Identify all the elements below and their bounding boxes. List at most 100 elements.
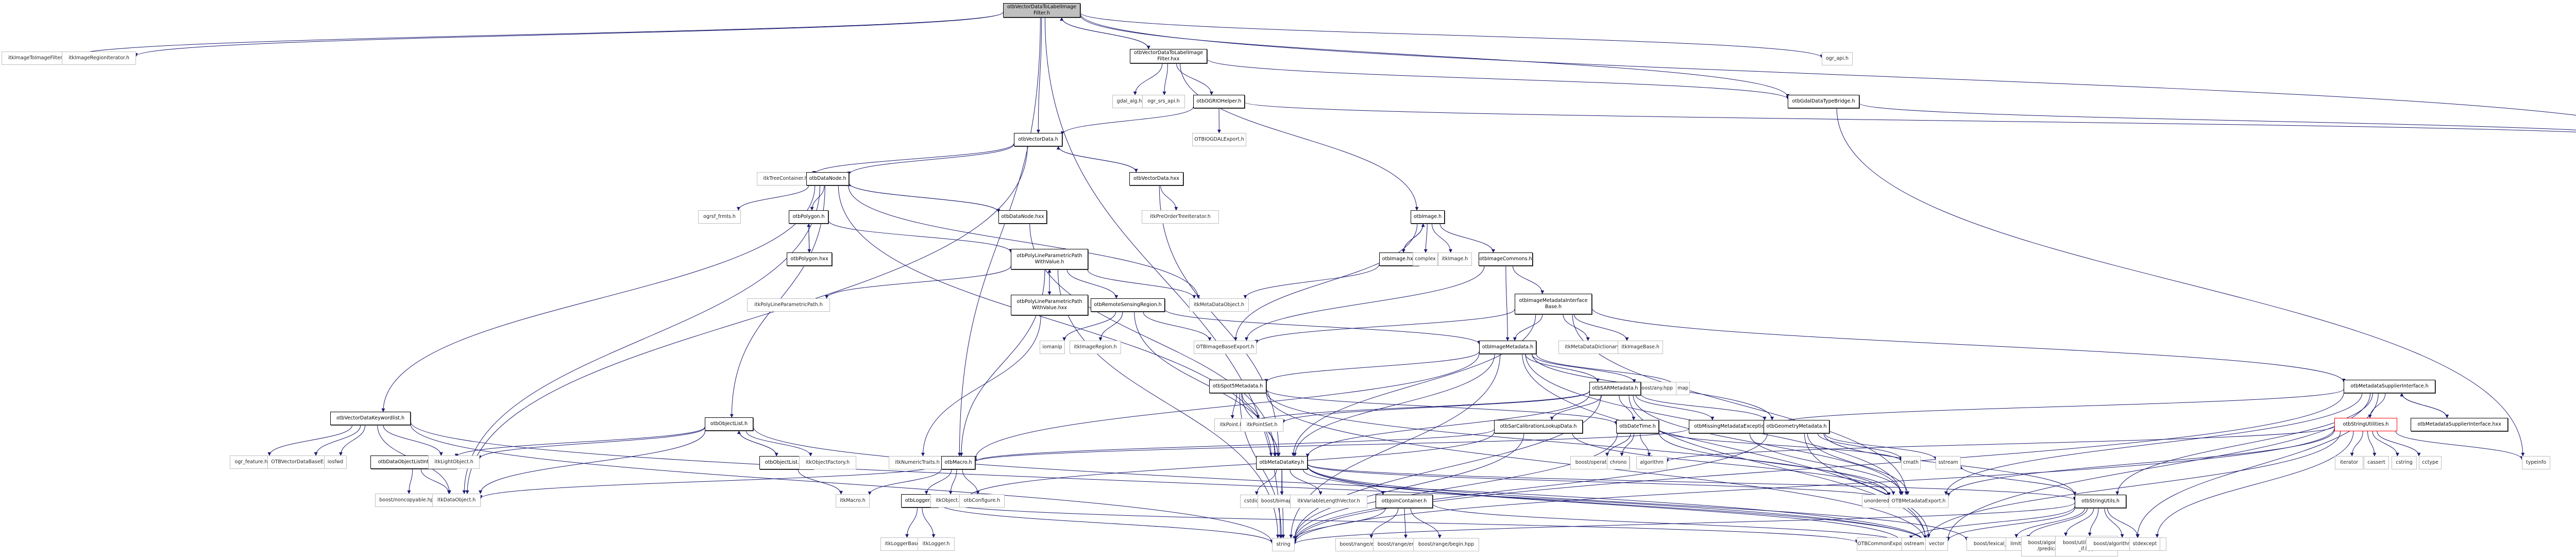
graph-node-otb-vector-data-hxx[interactable]: otbVectorData.hxx — [1129, 172, 1183, 185]
graph-node-otb-o-g-r-i-o-helper[interactable]: otbOGRIOHelper.h — [1193, 95, 1245, 108]
graph-node-otb-i-m-i-b[interactable]: otbImageMetadataInterface Base.h — [1515, 294, 1592, 314]
graph-node-otb-string-utilities[interactable]: otbStringUtilities.h — [2334, 418, 2397, 431]
edge-hxx-to-root — [1060, 17, 1149, 49]
graph-node-itk-numeric-traits[interactable]: itkNumericTraits.h — [889, 456, 946, 469]
graph-node-otb-join-container[interactable]: otbJoinContainer.h — [1376, 495, 1433, 508]
graph-node-otb-gdal-data-type-bridge[interactable]: otbGdalDataTypeBridge.h — [1788, 95, 1859, 108]
graph-node--o-t-b-image-base-export[interactable]: OTBImageBaseExport.h — [1194, 341, 1257, 354]
edge-otbLogger-to-OTBCommonExport — [938, 501, 1859, 544]
graph-node-otb-remote-sensing-region[interactable]: otbRemoteSensingRegion.h — [1091, 298, 1165, 312]
graph-node-otb-vector-data[interactable]: otbVectorData.h — [1014, 133, 1062, 146]
graph-node-boost-any[interactable]: boost/any.hpp — [1634, 382, 1677, 395]
edge-otbImage-to-itkImage — [1431, 223, 1453, 253]
graph-node-map[interactable]: map — [1676, 382, 1690, 395]
edge-otbImageHxx-to-itkMetaDataObject — [1243, 264, 1380, 299]
graph-node-otb-p-l-p-p-w-v-hxx[interactable]: otbPolyLineParametricPath WithValue.hxx — [1011, 295, 1088, 315]
edge-otbVectorDataKeywordlist-to-itkLightObject — [383, 425, 443, 456]
graph-node-sstream[interactable]: sstream — [1936, 456, 1961, 469]
graph-node-cstring[interactable]: cstring — [2392, 456, 2417, 469]
graph-node-otb-s-a-r-metadata[interactable]: otbSARMetadata.h — [1589, 382, 1641, 395]
edge-hxx-to-gdal_alg — [1133, 63, 1163, 95]
graph-node-otb-object-list[interactable]: otbObjectList.h — [705, 417, 753, 431]
edge-otbPLPPWVHxx-to-itkNumericTraits — [921, 315, 1041, 457]
edge-otbPLPPWV-to-itkPolyLineParametricPath — [825, 266, 1011, 299]
graph-node-string[interactable]: string — [1272, 538, 1295, 551]
graph-node-otb-string-utils[interactable]: otbStringUtils.h — [2075, 495, 2126, 508]
graph-node-itk-point-set[interactable]: itkPointSet.h — [1241, 418, 1283, 432]
graph-node-itk-logger[interactable]: itkLogger.h — [918, 537, 955, 551]
graph-node-otb-image-commons[interactable]: otbImageCommons.h — [1479, 252, 1533, 266]
graph-node-otb-configure[interactable]: otbConfigure.h — [959, 494, 1005, 508]
graph-node-cmath[interactable]: cmath — [1901, 456, 1921, 469]
edge-otbStringUtils-to-boostEnableIf — [2088, 508, 2099, 536]
graph-node-ogr-api[interactable]: ogr_api.h — [1822, 52, 1853, 65]
edge-otbRemoteSensingRegion-to-OTBImageBaseExport — [1143, 311, 1212, 341]
graph-node-itk-object-factory[interactable]: itkObjectFactory.h — [799, 456, 856, 469]
graph-node-itk-image-base[interactable]: itkImageBase.h — [1618, 341, 1663, 354]
graph-node-iterator[interactable]: iterator — [2335, 456, 2363, 469]
graph-node-otb-m-s-i-f-hxx[interactable]: otbMetadataSupplierInterface.hxx — [2411, 418, 2508, 431]
graph-node-itk-pre-order-tree-iterator[interactable]: itkPreOrderTreeIterator.h — [1142, 210, 1219, 224]
graph-node-otb-macro[interactable]: otbMacro.h — [941, 456, 975, 469]
graph-node-itk-image[interactable]: itkImage.h — [1438, 252, 1472, 266]
graph-node-otb-p-l-p-p-w-v[interactable]: otbPolyLineParametricPath WithValue.h — [1011, 249, 1088, 269]
graph-node-typeinfo[interactable]: typeinfo — [2522, 456, 2550, 469]
graph-node-complex[interactable]: complex — [1413, 252, 1438, 266]
edge-otbRemoteSensingRegion-to-otbImageMetadata — [1164, 309, 1481, 345]
graph-node-itk-tree-container[interactable]: itkTreeContainer.h — [757, 172, 814, 185]
edge-otbIMIB-to-itkImageBase — [1573, 314, 1629, 341]
edge-otbRemoteSensingRegion-to-itkImageRegion — [1098, 311, 1123, 341]
edge-otbDateTime-to-algorithm — [1640, 433, 1651, 457]
graph-node-ogrsf-frmts[interactable]: ogrsf_frmts.h — [698, 210, 741, 224]
graph-node-otb-m-s-i-f[interactable]: otbMetadataSupplierInterface.h — [2344, 380, 2435, 393]
graph-node-gdal-alg[interactable]: gdal_alg.h — [1112, 95, 1146, 108]
graph-node-otb-polygon[interactable]: otbPolygon.h — [789, 210, 828, 224]
graph-node-vector[interactable]: vector — [1925, 537, 1948, 551]
graph-node-ogr-srs-api[interactable]: ogr_srs_api.h — [1142, 95, 1185, 108]
graph-node-otb-data-node-hxx[interactable]: otbDataNode.hxx — [998, 210, 1047, 224]
edge-otbSARMetadata-to-OTBMetadataExport — [1633, 395, 1903, 495]
graph-node-itk-data-object[interactable]: itkDataObject.h — [432, 494, 481, 507]
graph-node--o-t-b-metadata-export[interactable]: OTBMetadataExport.h — [1889, 495, 1948, 508]
graph-node-itk-v-l-v[interactable]: itkVariableLengthVector.h — [1290, 495, 1367, 508]
graph-node-iosfwd[interactable]: iosfwd — [324, 455, 347, 469]
graph-node-chrono[interactable]: chrono — [1607, 456, 1630, 469]
graph-node-itk-macro[interactable]: itkMacro.h — [836, 494, 870, 508]
graph-node-boost-noncopyable[interactable]: boost/noncopyable.hpp — [375, 494, 441, 507]
graph-node-iomanip[interactable]: iomanip — [1040, 341, 1065, 354]
graph-node-itk-image-region-iterator[interactable]: itkImageRegionIterator.h — [62, 52, 136, 65]
graph-node-itk-light-object[interactable]: itkLightObject.h — [428, 455, 480, 469]
edge-otbImage-to-otbImageCommons — [1439, 223, 1495, 253]
graph-node-otb-data-node[interactable]: otbDataNode.h — [806, 172, 849, 185]
edge-otbMetaDataKey-to-otbJoinContainer — [1302, 469, 1385, 495]
graph-node-otb-missing-metadata-exception[interactable]: otbMissingMetadataException.h — [1689, 420, 1777, 433]
graph-node-cctype[interactable]: cctype — [2419, 456, 2442, 469]
graph-node-stdexcept[interactable]: stdexcept — [2129, 537, 2160, 551]
edge-otbMSIFHxx-to-otbMSIF — [2400, 393, 2448, 418]
graph-node-cassert[interactable]: cassert — [2364, 456, 2389, 469]
edge-otbSARMetadata-to-otbMissingMetadataException — [1635, 395, 1715, 420]
graph-node-ostream[interactable]: ostream — [1902, 537, 1927, 551]
graph-node-boost-range-begin[interactable]: boost/range/begin.hpp — [1413, 538, 1479, 551]
graph-node-itk-poly-line-parametric-path[interactable]: itkPolyLineParametricPath.h — [747, 298, 830, 312]
graph-node-otb-meta-data-key[interactable]: otbMetaDataKey.h — [1256, 456, 1308, 469]
graph-node-otb-geometry-metadata[interactable]: otbGeometryMetadata.h — [1764, 420, 1829, 433]
graph-node-ogr-feature[interactable]: ogr_feature.h — [230, 455, 273, 469]
graph-node-otb-sar-cal[interactable]: otbSarCalibrationLookupData.h — [1494, 420, 1583, 433]
graph-node-itk-image-region[interactable]: itkImageRegion.h — [1070, 341, 1121, 354]
graph-node--o-t-b-i-o-g-d-a-l-export[interactable]: OTBIOGDALExport.h — [1192, 133, 1246, 146]
graph-node-otb-image-hxx[interactable]: otbImage.hxx — [1379, 252, 1419, 266]
graph-node-itk-meta-data-object[interactable]: itkMetaDataObject.h — [1189, 298, 1249, 312]
graph-node-otb-vector-data-keywordlist[interactable]: otbVectorDataKeywordlist.h — [330, 412, 411, 425]
graph-node-hxx[interactable]: otbVectorDataToLabelImage Filter.hxx — [1130, 49, 1207, 63]
graph-node-otb-image[interactable]: otbImage.h — [1411, 210, 1445, 224]
graph-node-otb-image-metadata[interactable]: otbImageMetadata.h — [1479, 341, 1536, 354]
graph-node-otb-polygon-hxx[interactable]: otbPolygon.hxx — [787, 252, 832, 266]
graph-node-algorithm[interactable]: algorithm — [1636, 456, 1667, 469]
graph-node-root[interactable]: otbVectorDataToLabelImage Filter.h — [1003, 3, 1080, 18]
graph-node-otb-spot5-metadata[interactable]: otbSpot5Metadata.h — [1209, 380, 1266, 393]
edge-otbVectorDataKeywordlist-to-OTBVectorDataBaseExport — [314, 425, 361, 456]
graph-node-itk-image-to-image-filter[interactable]: itkImageToImageFilter.h — [2, 52, 73, 65]
graph-node-otb-date-time[interactable]: otbDateTime.h — [1616, 420, 1659, 433]
edge-otbGdalDataTypeBridge-to-typeinfo — [1836, 108, 2525, 457]
